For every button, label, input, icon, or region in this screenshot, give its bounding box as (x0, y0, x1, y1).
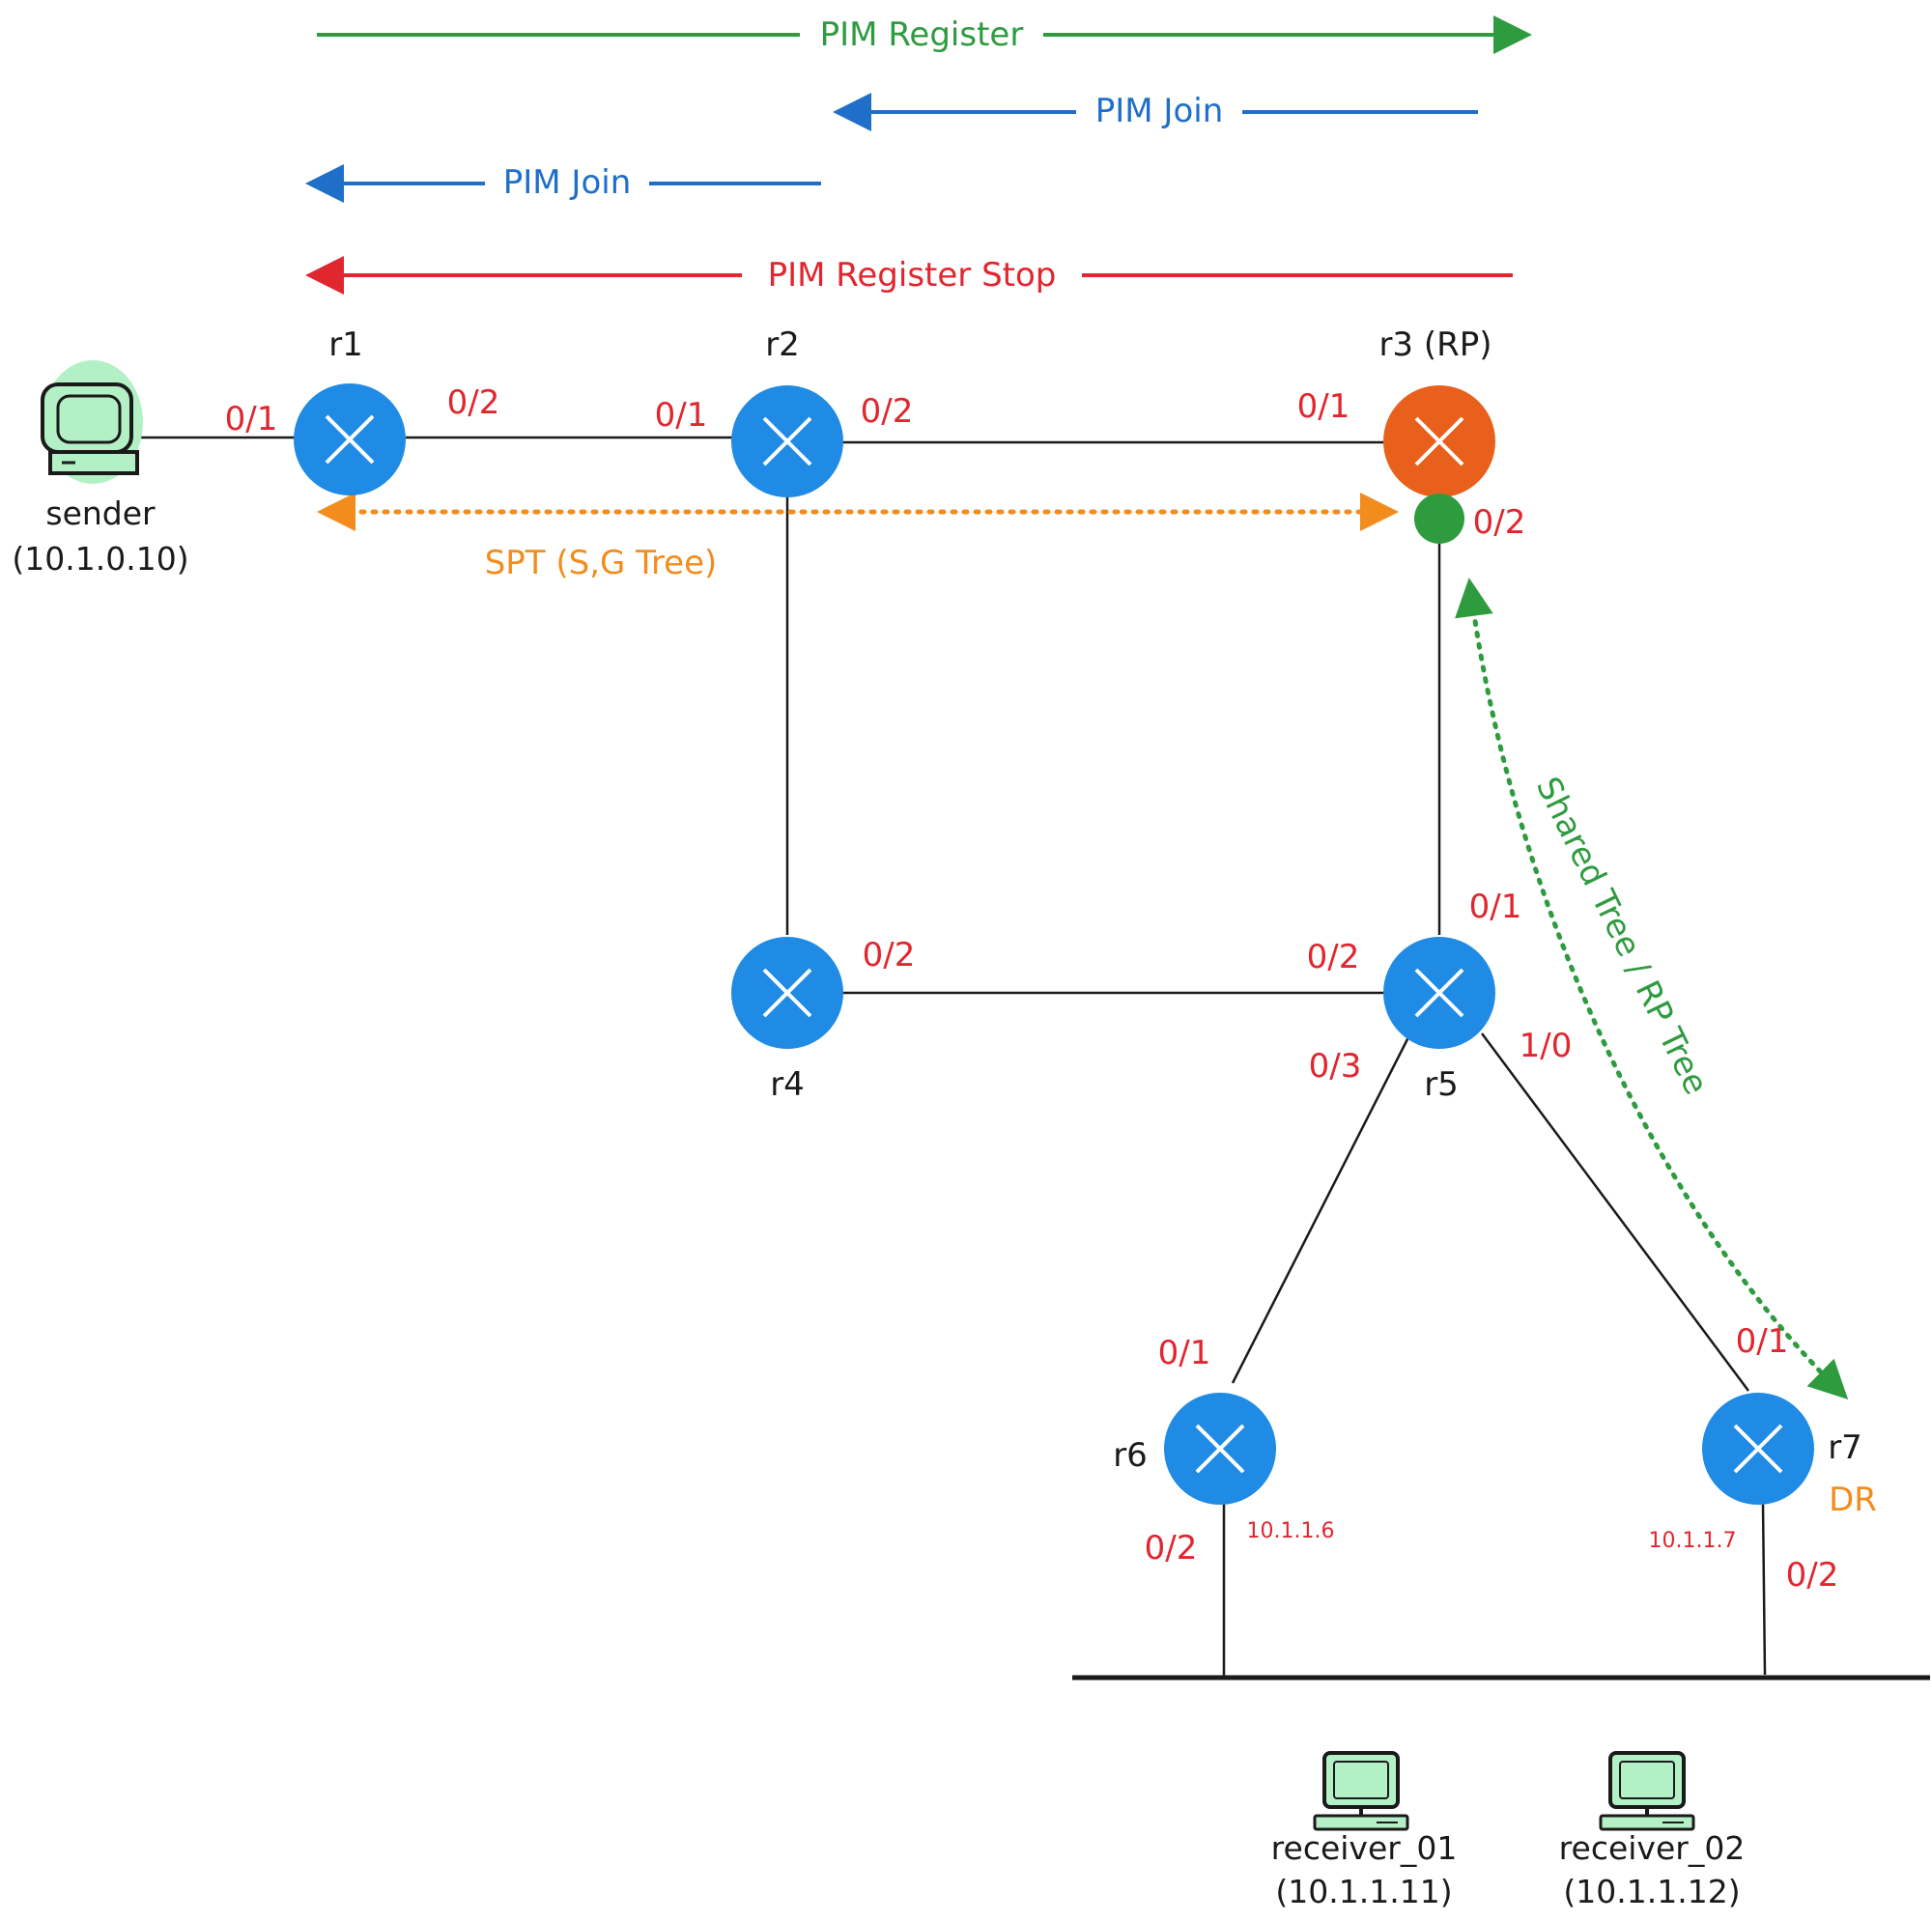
dr-badge: DR (1829, 1481, 1877, 1519)
pim-register-label: PIM Register (820, 15, 1024, 54)
pim-join-upper-arrow: PIM Join (833, 91, 1478, 133)
port-r5-lower-left: 0/3 (1309, 1047, 1362, 1086)
receiver-01-ip: (10.1.1.11) (1275, 1873, 1452, 1910)
port-r6-bottom: 0/2 (1145, 1529, 1198, 1568)
port-r2-right: 0/2 (861, 392, 914, 431)
link-r5-r6 (1231, 1036, 1410, 1384)
port-r2-left: 0/1 (655, 396, 708, 435)
router-r4-label: r4 (770, 1065, 805, 1104)
port-r3-bottom: 0/2 (1473, 503, 1526, 542)
receiver-01-computer-icon[interactable] (1313, 1751, 1409, 1831)
router-r7-label: r7 (1828, 1428, 1862, 1467)
pim-join-upper-label: PIM Join (1095, 92, 1224, 130)
r6-ip: 10.1.1.6 (1247, 1519, 1335, 1543)
router-r4[interactable] (731, 937, 843, 1049)
port-r6-top: 0/1 (1158, 1334, 1211, 1372)
receiver-02-name: receiver_02 (1559, 1829, 1746, 1867)
router-r3-label: r3 (RP) (1378, 325, 1492, 364)
router-r2-label: r2 (765, 325, 800, 364)
sender-computer-icon[interactable] (41, 360, 143, 484)
receiver-02-computer-icon[interactable] (1599, 1751, 1695, 1831)
r7-ip: 10.1.1.7 (1649, 1529, 1737, 1553)
port-r1-right: 0/2 (447, 383, 500, 422)
link-r7-lan (1761, 1502, 1767, 1676)
router-r1[interactable] (294, 383, 406, 495)
port-r1-left: 0/1 (225, 400, 278, 438)
router-r3-rp[interactable] (1383, 385, 1495, 497)
pim-register-stop-label: PIM Register Stop (768, 256, 1057, 295)
port-r5-top: 0/1 (1469, 888, 1522, 926)
port-r3-left: 0/1 (1297, 387, 1350, 426)
port-r5-lower-right: 1/0 (1520, 1027, 1573, 1065)
receiver-01-name: receiver_01 (1271, 1829, 1458, 1867)
router-r5-label: r5 (1424, 1065, 1459, 1104)
router-r1-label: r1 (328, 325, 363, 364)
router-r6[interactable] (1164, 1393, 1276, 1505)
pim-join-lower-arrow: PIM Join (305, 162, 821, 205)
shared-tree-arrow (1455, 578, 1849, 1400)
port-r4-right: 0/2 (863, 936, 916, 975)
router-r5[interactable] (1383, 937, 1495, 1049)
router-r2[interactable] (731, 385, 843, 497)
spt-label: SPT (S,G Tree) (485, 544, 718, 582)
r3-interface-dot (1414, 494, 1464, 544)
port-r5-left: 0/2 (1307, 938, 1360, 976)
pim-register-arrow: PIM Register (317, 14, 1532, 56)
router-r7[interactable] (1702, 1393, 1814, 1505)
port-r7-top: 0/1 (1736, 1322, 1789, 1361)
pim-register-stop-arrow: PIM Register Stop (305, 253, 1513, 297)
pim-join-lower-label: PIM Join (503, 163, 632, 202)
port-r7-bottom: 0/2 (1786, 1556, 1839, 1595)
sender-ip: (10.1.0.10) (12, 540, 188, 578)
receiver-02-ip: (10.1.1.12) (1563, 1873, 1740, 1910)
sender-name: sender (45, 494, 156, 532)
router-r6-label: r6 (1113, 1436, 1148, 1475)
